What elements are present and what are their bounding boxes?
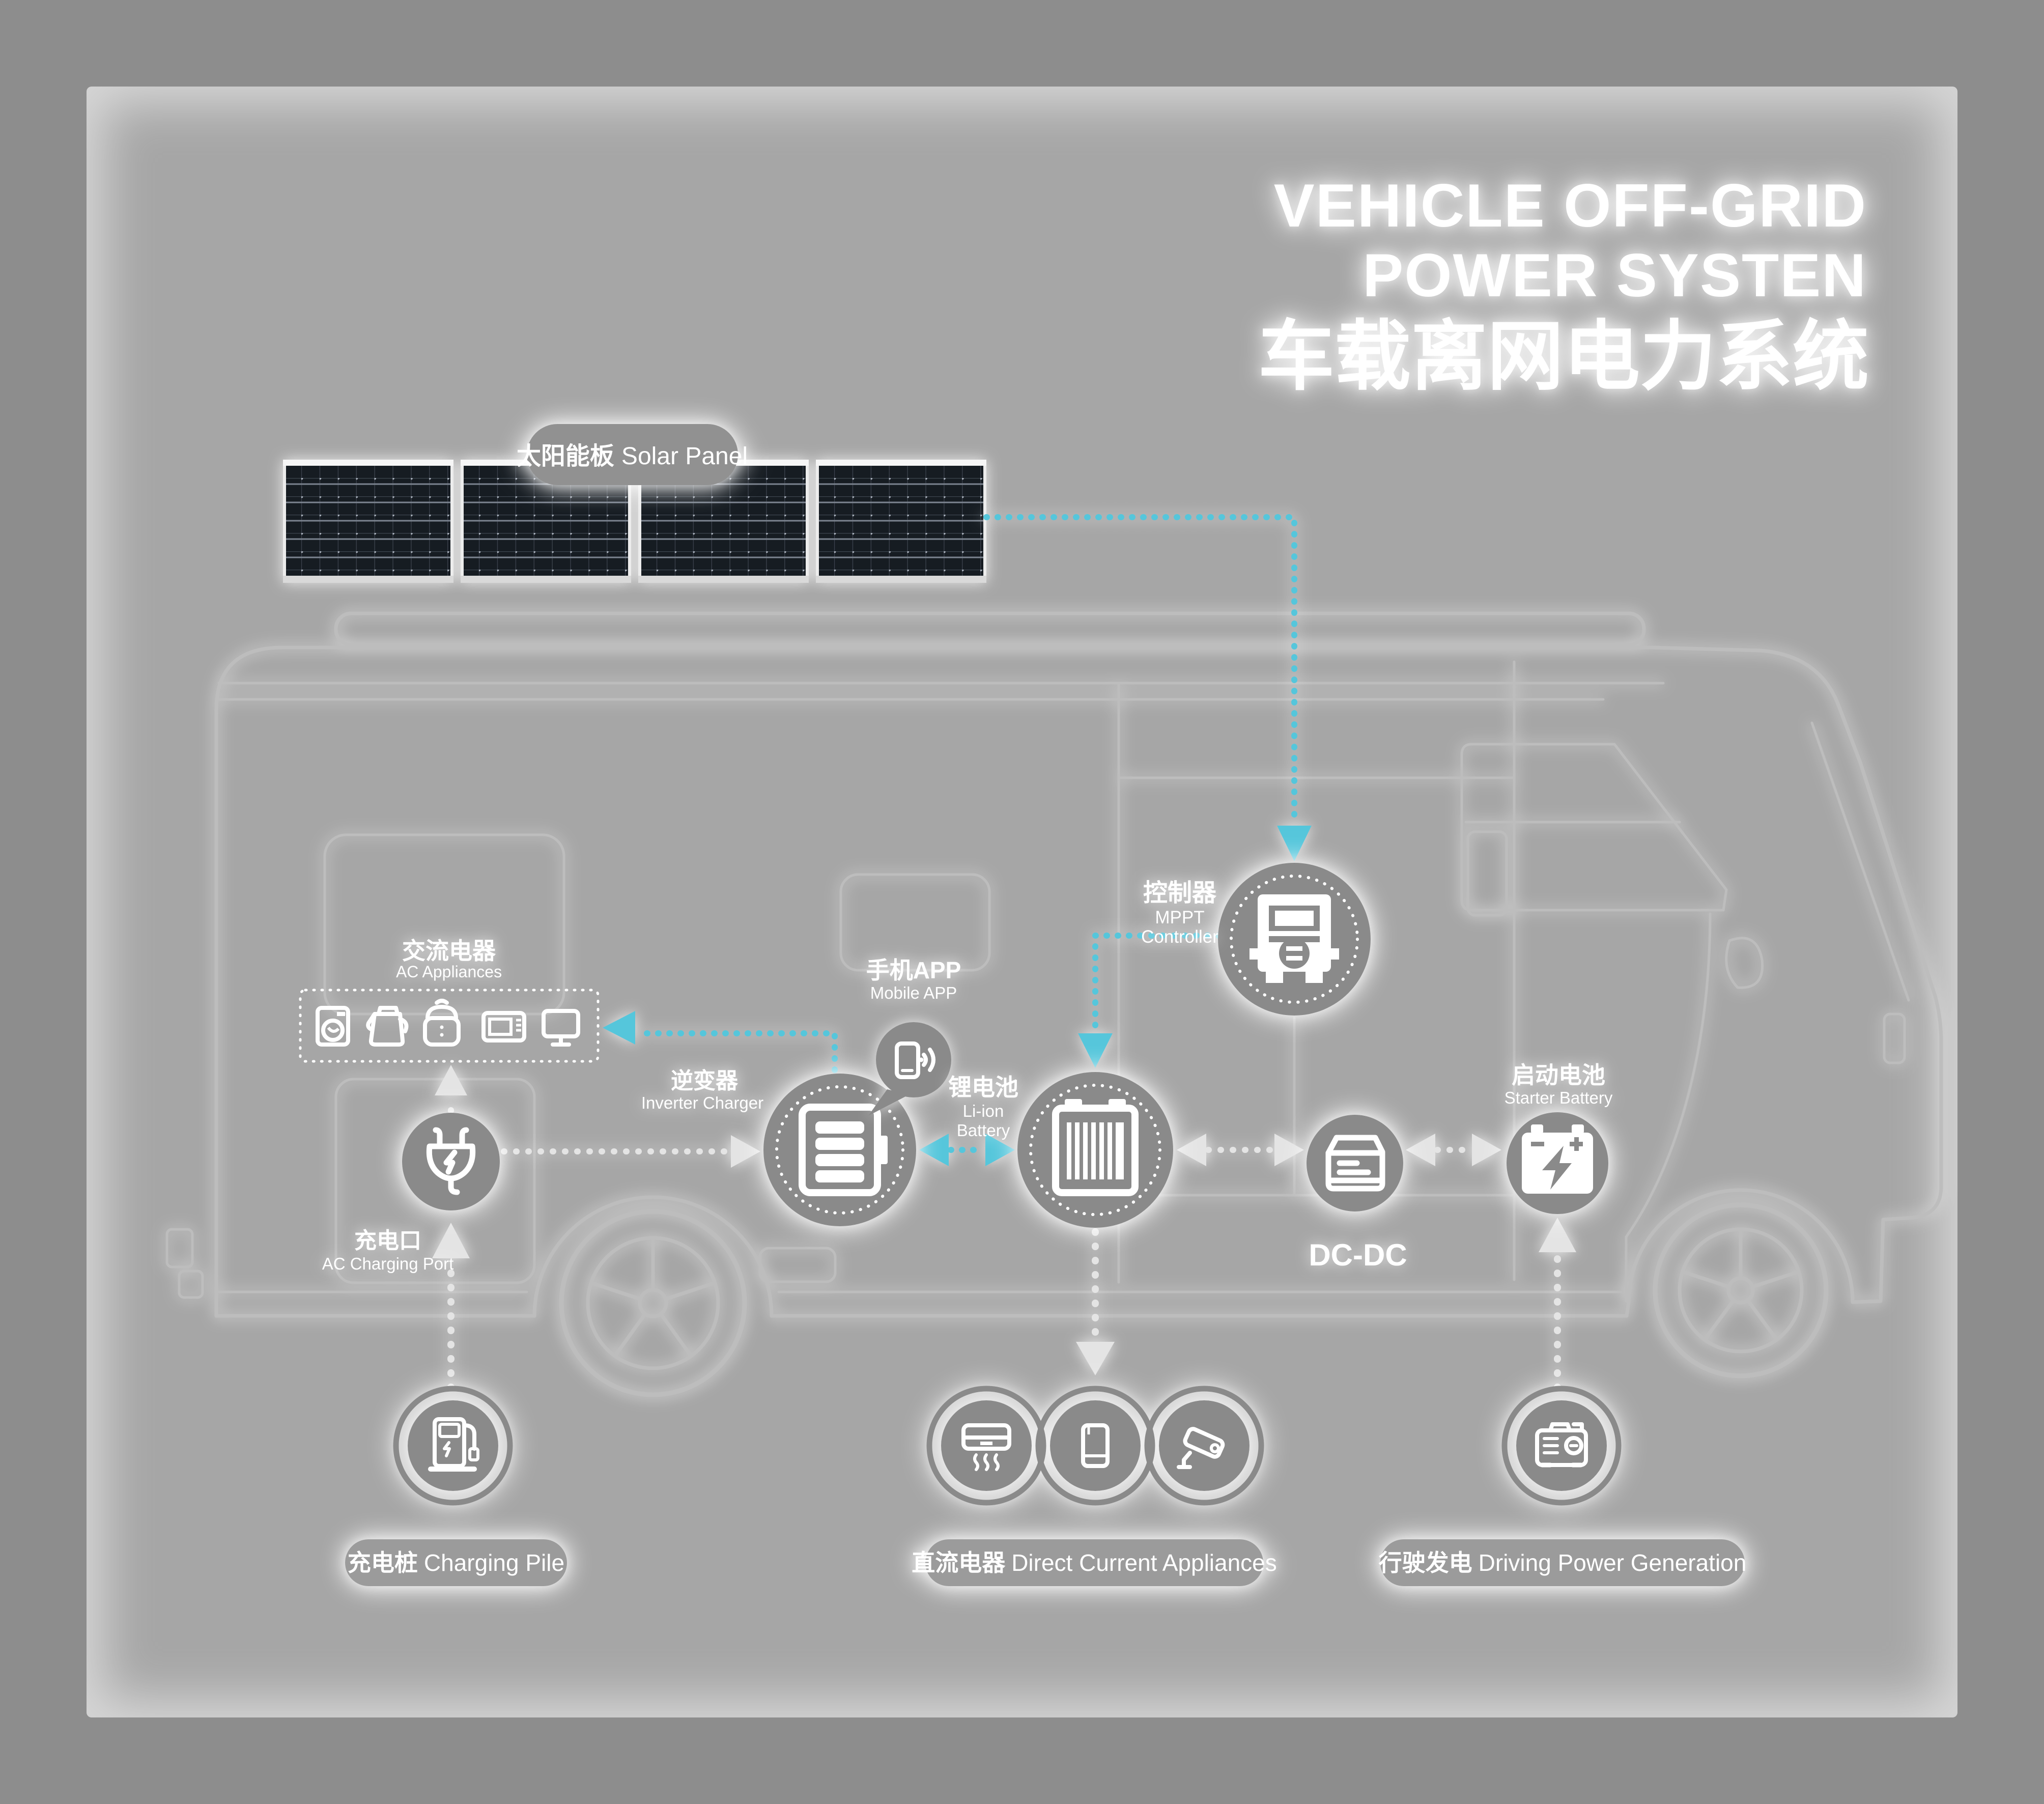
rv-windshield (1810, 721, 1910, 1002)
title-block: VEHICLE OFF-GRID POWER SYSTEN 车载离网电力系统 (1258, 172, 1869, 399)
arrowhead-into-battery-top (1078, 1033, 1113, 1068)
node-mobile-app (868, 1022, 951, 1116)
driving-gen-pill: 行驶发电 Driving Power Generation (1379, 1539, 1747, 1586)
arrowhead-dcdc-starter-right (1472, 1134, 1501, 1166)
arrowhead-inv-bat-left (919, 1134, 949, 1166)
rv-vent (1466, 830, 1508, 917)
arrowhead-into-dc-group (1076, 1342, 1115, 1375)
mobile-app-label-cn: 手机APP (866, 957, 961, 983)
nodes (299, 863, 1622, 1506)
rv-cab-window (1460, 743, 1728, 912)
driving-gen-label-en: Driving Power Generation (1479, 1549, 1747, 1576)
li-battery-label-en1: Li-ion (963, 1102, 1004, 1120)
rv-mirror (1725, 937, 1764, 989)
arrowhead-bat-dcdc-right (1274, 1134, 1304, 1166)
node-dc-appliances (926, 1386, 1264, 1506)
starter-battery-label-cn: 启动电池 (1512, 1062, 1605, 1088)
starter-battery-label-en: Starter Battery (1504, 1088, 1613, 1107)
dc-appliances-label-cn: 直流电器 (912, 1549, 1006, 1576)
cyan-connections (603, 514, 1312, 1166)
arrowhead-bat-dcdc-left (1177, 1134, 1206, 1166)
rv-roof-rack (334, 611, 1646, 647)
node-inverter (763, 1074, 916, 1226)
mppt-controller-icon (1250, 894, 1339, 983)
mppt-label-cn: 控制器 (1143, 880, 1217, 907)
inverter-label-cn: 逆变器 (671, 1068, 739, 1093)
arrowhead-into-inverter (731, 1135, 760, 1168)
charging-pile-label-cn: 充电桩 (348, 1549, 418, 1576)
node-li-battery (1017, 1072, 1173, 1228)
charging-port-label-en: AC Charging Port (322, 1254, 454, 1273)
rv-door-seam (1625, 912, 1712, 1303)
title-line-2: POWER SYSTEN (1362, 241, 1867, 309)
node-dcdc (1307, 1115, 1403, 1211)
rv-rear-wheel (559, 1209, 747, 1397)
solar-panel-4 (815, 459, 987, 584)
solar-panel-pill: 太阳能板 Solar Panel (517, 424, 748, 485)
dcdc-label: DC-DC (1309, 1238, 1407, 1272)
rv-charging-panel (334, 1078, 536, 1284)
gray-connections (432, 1065, 1576, 1391)
mobile-app-label-en: Mobile APP (870, 983, 957, 1002)
ac-appliances-box (299, 989, 600, 1063)
rv-mid-window (839, 873, 991, 972)
rv-rear-window (323, 833, 565, 1016)
node-charging-pile (393, 1386, 513, 1506)
li-battery-label-en2: Battery (957, 1121, 1010, 1140)
arrowhead-inv-bat-right (985, 1134, 1015, 1166)
solar-panel-1 (282, 459, 455, 584)
conn-inverter-to-ac (634, 1030, 838, 1073)
node-charging-port (402, 1113, 500, 1210)
starter-battery-icon (1522, 1124, 1593, 1194)
title-line-3: 车载离网电力系统 (1258, 314, 1869, 399)
node-mppt-controller (1218, 863, 1371, 1016)
li-battery-label-cn: 锂电池 (948, 1074, 1018, 1101)
title-line-1: VEHICLE OFF-GRID (1274, 172, 1867, 240)
rv-front-wheel (1653, 1202, 1829, 1378)
node-starter-battery (1507, 1112, 1608, 1214)
arrowhead-into-starter (1539, 1218, 1576, 1252)
mppt-label-en1: MPPT (1155, 908, 1204, 927)
solar-pill-label-cn: 太阳能板 (517, 443, 614, 470)
charging-pile-label-en: Charging Pile (424, 1549, 564, 1576)
arrowhead-into-ac-box (603, 1011, 635, 1045)
arrowhead-into-ac-bottom (435, 1065, 467, 1095)
rv-body (214, 645, 1943, 1318)
arrowhead-dcdc-starter-left (1406, 1134, 1435, 1166)
dc-appliances-label-en: Direct Current Appliances (1011, 1549, 1277, 1576)
ac-appliances-label-cn: 交流电器 (402, 938, 496, 964)
inverter-label-en: Inverter Charger (641, 1093, 763, 1112)
arrowhead-into-mppt (1277, 826, 1312, 861)
mppt-label-en2: Controller (1141, 927, 1218, 947)
labels: 控制器 MPPT Controller 手机APP Mobile APP 交流电… (322, 880, 1613, 1273)
ac-appliances-label-en: AC Appliances (396, 963, 502, 981)
arrowhead-into-port (432, 1223, 470, 1258)
conn-mppt-to-battery (1092, 933, 1222, 1037)
solar-pill-label-en: Solar Panel (621, 443, 748, 470)
rv-headlight (1883, 1012, 1906, 1064)
node-driving-gen (1501, 1386, 1622, 1506)
charging-port-label-cn: 充电口 (354, 1228, 421, 1253)
conn-solar-to-mppt (983, 514, 1297, 827)
driving-gen-label-cn: 行驶发电 (1379, 1549, 1472, 1576)
